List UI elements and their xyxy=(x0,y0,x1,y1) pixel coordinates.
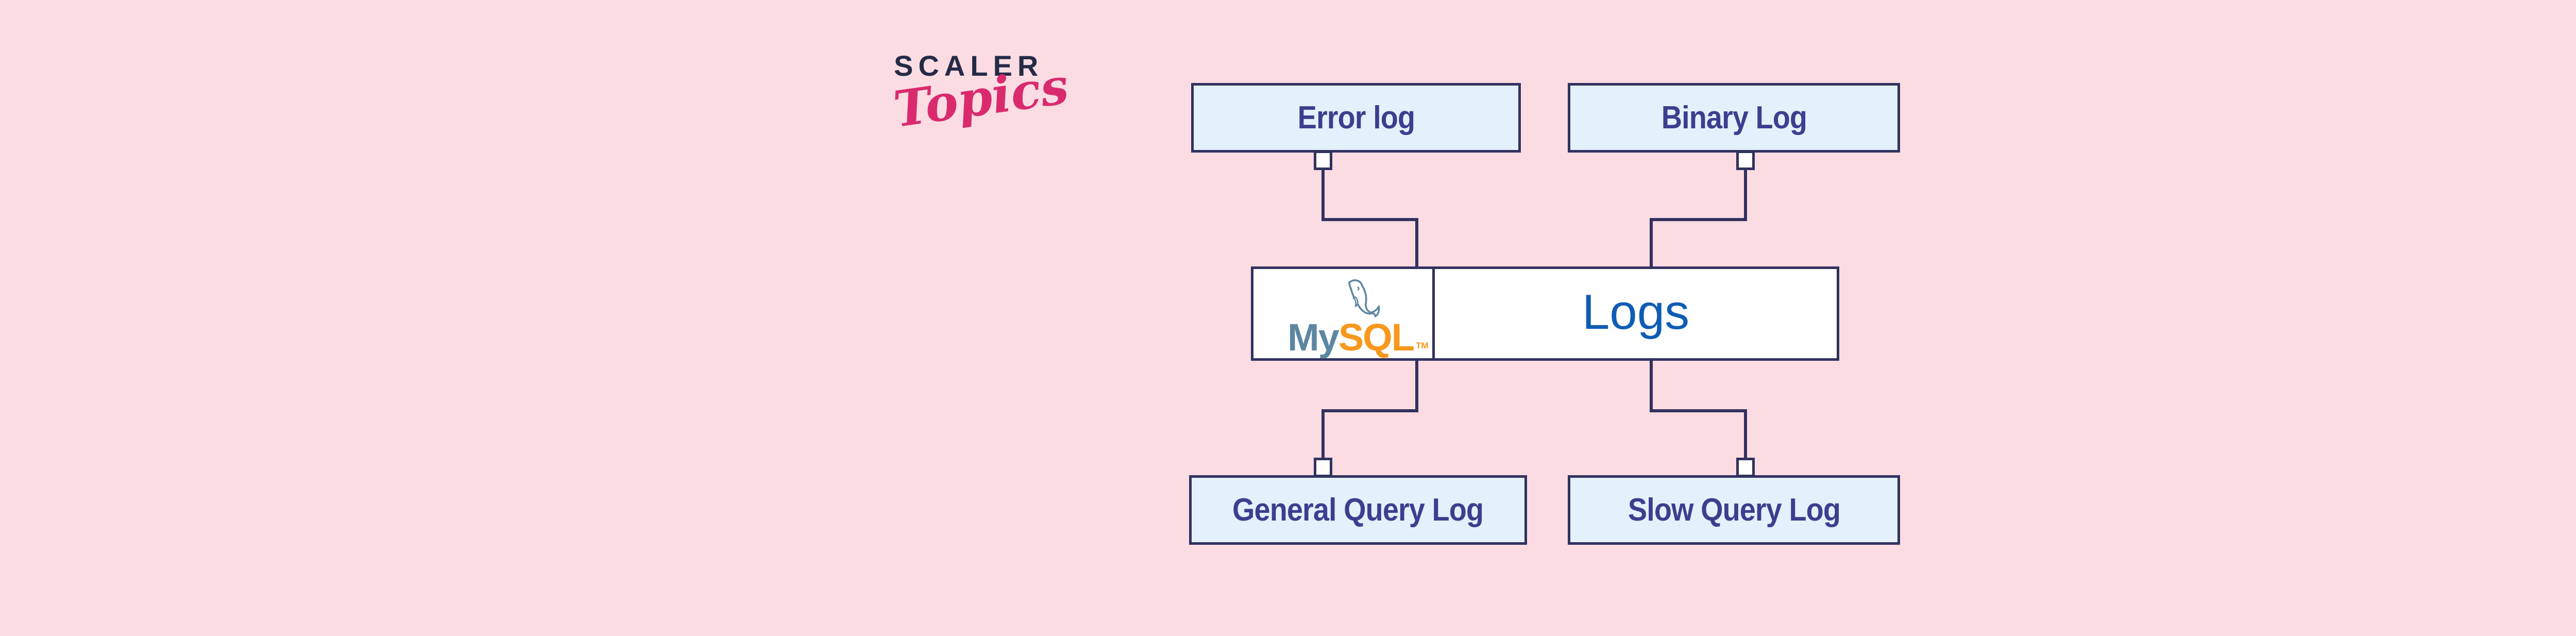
connector-port-error-log xyxy=(1314,150,1332,170)
node-general-query-log-label: General Query Log xyxy=(1232,492,1484,528)
node-slow-query-log: Slow Query Log xyxy=(1568,475,1905,550)
mysql-wordmark-my: My xyxy=(1287,316,1340,359)
connector-error-log-to-center xyxy=(1321,169,1418,268)
node-general-query-log: General Query Log xyxy=(1189,475,1532,550)
node-error-log: Error log xyxy=(1191,83,1526,158)
node-binary-log-label: Binary Log xyxy=(1661,100,1807,136)
logs-label: Logs xyxy=(1582,284,1690,340)
logs-cell: Logs xyxy=(1435,269,1837,358)
mysql-wordmark-sql: SQL xyxy=(1338,316,1415,359)
connector-port-general-query-log xyxy=(1314,458,1332,477)
connector-center-to-slow-query-log xyxy=(1650,360,1747,460)
connector-port-binary-log xyxy=(1736,150,1755,170)
scaler-wordmark: SCALER xyxy=(894,49,1044,82)
node-slow-query-log-label: Slow Query Log xyxy=(1628,492,1840,528)
connector-port-slow-query-log xyxy=(1736,458,1755,477)
connector-binary-log-to-center xyxy=(1650,169,1747,268)
node-binary-log: Binary Log xyxy=(1568,83,1905,158)
scaler-topics-logo: SCALER Topics xyxy=(890,49,1072,139)
connector-center-to-general-query-log xyxy=(1321,360,1418,460)
mysql-dolphin-icon xyxy=(1348,279,1380,317)
node-error-log-label: Error log xyxy=(1297,100,1415,136)
mysql-trademark: TM xyxy=(1415,341,1429,350)
